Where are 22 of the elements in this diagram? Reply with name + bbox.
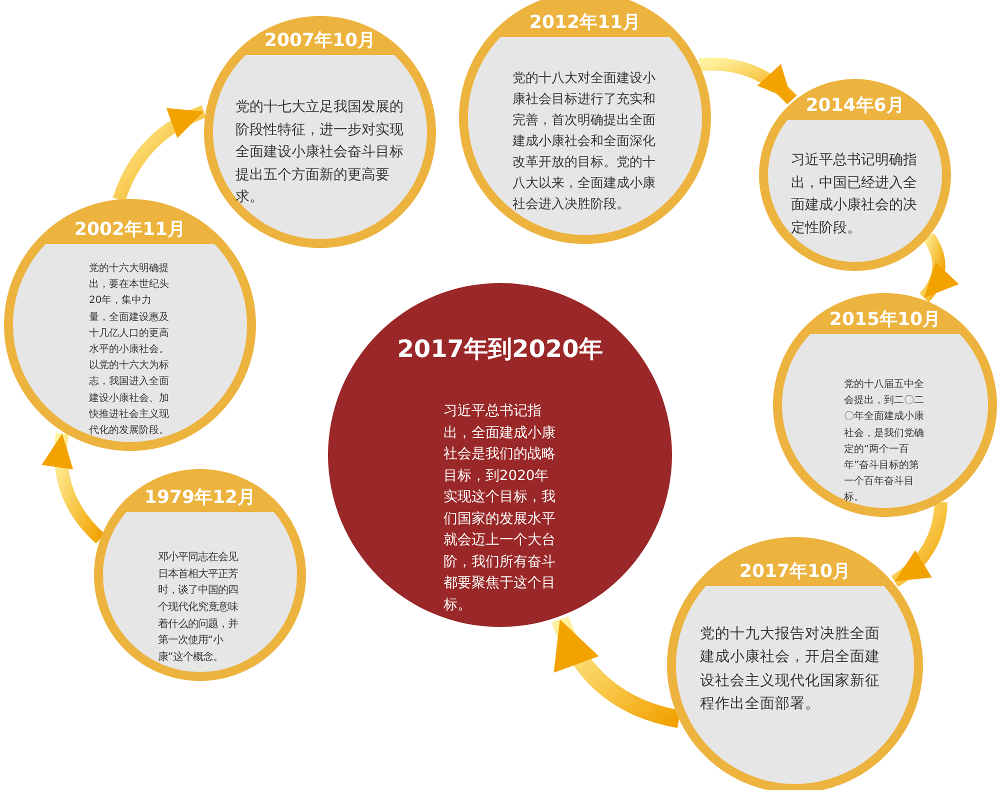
date-heading: 2015年10月	[829, 308, 941, 331]
curved-arrow	[552, 616, 681, 728]
date-heading: 2017年10月	[739, 560, 851, 583]
milestone-text: 党的十六大明确提出，要在本世纪头20年，集中力量，全面建设惠及十几亿人口的更高水平的小康社会。以党的十六大为标志，我国进入全面建设小康社会、加快推进社会主义现代化的发展阶段。	[89, 262, 170, 438]
milestone-text: 邓小平同志在会见日本首相大平正芳时，谈了中国的四个现代化究竟意味着什么的问题，并第一次使用“小康”这个概念。	[158, 550, 240, 666]
date-heading: 2002年11月	[74, 218, 186, 241]
milestone-text: 党的十八大对全面建设小康社会目标进行了充实和完善，首次明确提出全面建成小康社会和全面深化改革开放的目标。党的十八大以来，全面建成小康社会进入决胜阶段。	[512, 70, 656, 214]
date-heading: 2007年10月	[264, 29, 376, 52]
milestone-text: 习近平总书记指出，全面建成小康社会是我们的战略目标，到2020年实现这个目标，我们国家的发展水平就会迈上一个大台阶，我们所有奋斗都要聚焦于这个目标。	[443, 402, 556, 615]
date-heading: 2012年11月	[529, 11, 641, 34]
curved-arrow	[112, 105, 206, 202]
milestone-text: 党的十七大立足我国发展的阶段性特征，进一步对实现全面建设小康社会奋斗目标提出五个方面新的更高要求。	[236, 98, 404, 208]
milestone-text: 党的十九大报告对决胜全面建成小康社会，开启全面建设社会主义现代化国家新征程作出全面部署。	[700, 625, 881, 714]
date-heading: 1979年12月	[144, 486, 256, 509]
date-heading: 2017年到2020年	[397, 334, 603, 365]
milestone-text: 习近平总书记明确指出，中国已经进入全面建成小康社会的决定性阶段。	[791, 151, 918, 238]
curved-arrow	[919, 233, 958, 302]
curved-arrow	[42, 432, 105, 544]
date-heading: 2014年6月	[806, 94, 904, 117]
curved-arrow	[698, 58, 797, 104]
milestone-text: 党的十八届五中全会提出，到二〇二〇年全面建成小康社会，是我们党确定的“两个一百年”奋斗目标的第一个百年奋斗目标。	[844, 378, 925, 506]
curved-arrow	[891, 502, 948, 587]
